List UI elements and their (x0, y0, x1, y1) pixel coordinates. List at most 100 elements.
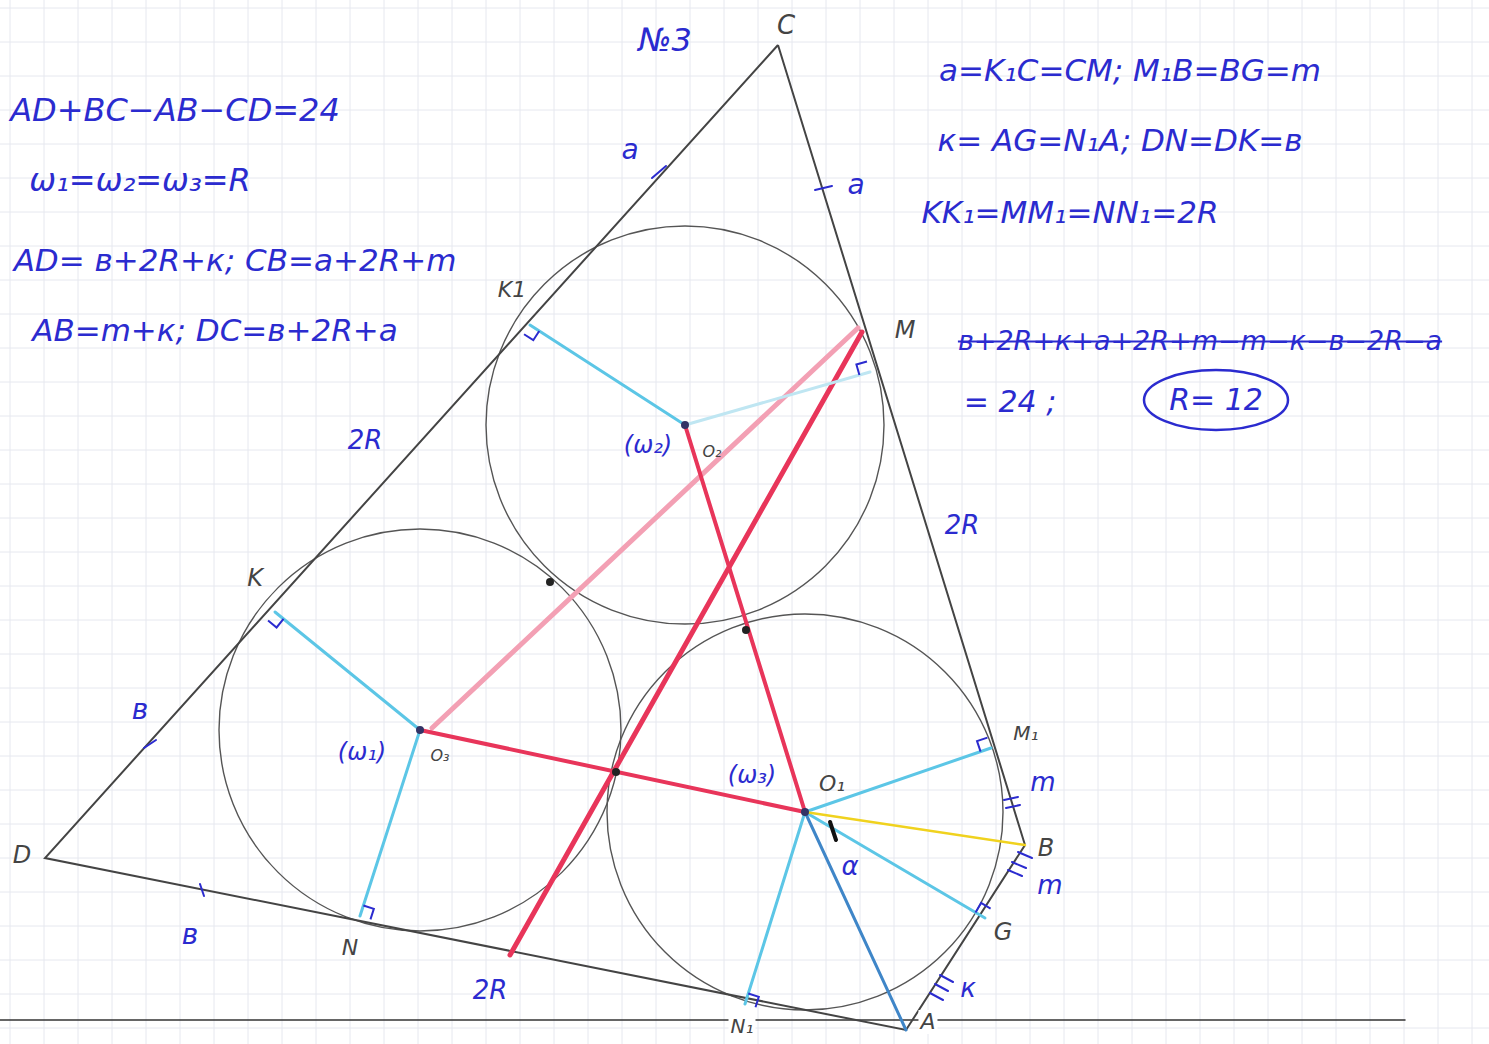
grid-line (656, 0, 657, 1044)
grid-line (78, 0, 79, 1044)
center-label: O₂ (702, 444, 721, 460)
grid-line (0, 960, 1489, 961)
segment-label: a (847, 171, 864, 199)
segment-label: m (1030, 769, 1055, 795)
grid-line (0, 416, 1489, 417)
grid-line (928, 0, 929, 1044)
grid-line (1030, 0, 1031, 1044)
grid-line (588, 0, 589, 1044)
grid-line (1268, 0, 1269, 1044)
grid-line (520, 0, 521, 1044)
right-angle-mark (268, 619, 283, 628)
page-line (0, 1019, 1405, 1021)
grid-line (486, 0, 487, 1044)
vertex-label: C (777, 12, 795, 38)
point-label: N (342, 937, 358, 959)
equation: к= AG=N₁A; DN=DK=в (938, 125, 1303, 156)
grid-line (0, 654, 1489, 655)
equation: = 24 ; (964, 387, 1057, 417)
point-label: K (247, 566, 263, 590)
grid-line (758, 0, 759, 1044)
grid-line (452, 0, 453, 1044)
tick-mark (144, 740, 156, 748)
tick-mark (1018, 852, 1032, 858)
grid-line (1098, 0, 1099, 1044)
grid-line (1336, 0, 1337, 1044)
segment-label: 2R (348, 427, 383, 453)
right-angle-mark (363, 906, 373, 920)
point-label: K1 (498, 279, 526, 301)
answer-circle (1144, 370, 1288, 430)
grid-line (0, 824, 1489, 825)
circle-label: (ω₁) (338, 740, 386, 764)
point-label: N₁ (729, 1015, 756, 1037)
point-label: B (1038, 836, 1054, 860)
tick-mark (1012, 862, 1026, 868)
tick-mark (652, 166, 666, 178)
radius (685, 372, 870, 425)
right-angle-mark (748, 994, 758, 1008)
tick-mark (930, 993, 943, 1000)
grid-line (1438, 0, 1439, 1044)
grid-line (1370, 0, 1371, 1044)
grid-line (0, 722, 1489, 723)
angle-mark (830, 822, 836, 840)
crossed-equation: в+2R+к+a+2R+m−m−к−в−2R−a (958, 327, 1442, 354)
grid-line (180, 0, 181, 1044)
grid-line (792, 0, 793, 1044)
grid-line (860, 0, 861, 1044)
grid-line (1472, 0, 1473, 1044)
equation: AD= в+2R+к; CB=a+2R+m (14, 245, 457, 276)
radius (805, 748, 991, 812)
grid-line (0, 450, 1489, 451)
grid-line (0, 212, 1489, 213)
point-label: G (994, 920, 1013, 944)
circle-label: (ω₂) (624, 433, 672, 457)
grid-line (1166, 0, 1167, 1044)
grid-line (0, 756, 1489, 757)
circle-label: (ω₃) (728, 763, 776, 787)
answer: R= 12 (1169, 385, 1263, 415)
tick-mark (935, 984, 948, 991)
angle-label: α (841, 853, 858, 879)
equation: a=K₁C=CM; M₁B=BG=m (939, 55, 1321, 86)
grid-line (1200, 0, 1201, 1044)
auxiliary-line (510, 332, 862, 955)
point-label: M (895, 318, 916, 342)
grid-line (0, 382, 1489, 383)
grid-line (996, 0, 997, 1044)
tick-mark (940, 975, 953, 982)
segment-label: в (132, 696, 149, 724)
grid-line (690, 0, 691, 1044)
tangency-point (742, 626, 750, 634)
grid-line (0, 790, 1489, 791)
inscribed-circle (486, 226, 884, 624)
grid-line (350, 0, 351, 1044)
grid-line (0, 858, 1489, 859)
grid-line (0, 892, 1489, 893)
point-label: M₁ (1013, 723, 1038, 743)
segment-label: 2R (473, 977, 508, 1003)
grid-line (44, 0, 45, 1044)
grid-line (826, 0, 827, 1044)
grid-line (282, 0, 283, 1044)
grid-line (0, 994, 1489, 995)
segment (805, 812, 1025, 845)
radius (275, 612, 420, 730)
tick-mark (1004, 797, 1018, 800)
center-point (801, 808, 809, 816)
equation: AB=m+к; DC=в+2R+a (32, 315, 398, 346)
grid-line (384, 0, 385, 1044)
vertex-label: D (13, 843, 31, 867)
center-label: O₃ (430, 748, 449, 764)
bisector (805, 812, 906, 1030)
segment-label: m (1037, 872, 1062, 898)
grid-line (0, 42, 1489, 43)
grid-line (146, 0, 147, 1044)
center-label: O₁ (819, 773, 845, 795)
segment-label: a (621, 136, 638, 164)
grid-line (0, 552, 1489, 553)
equation: KK₁=MM₁=NN₁=2R (922, 197, 1219, 228)
